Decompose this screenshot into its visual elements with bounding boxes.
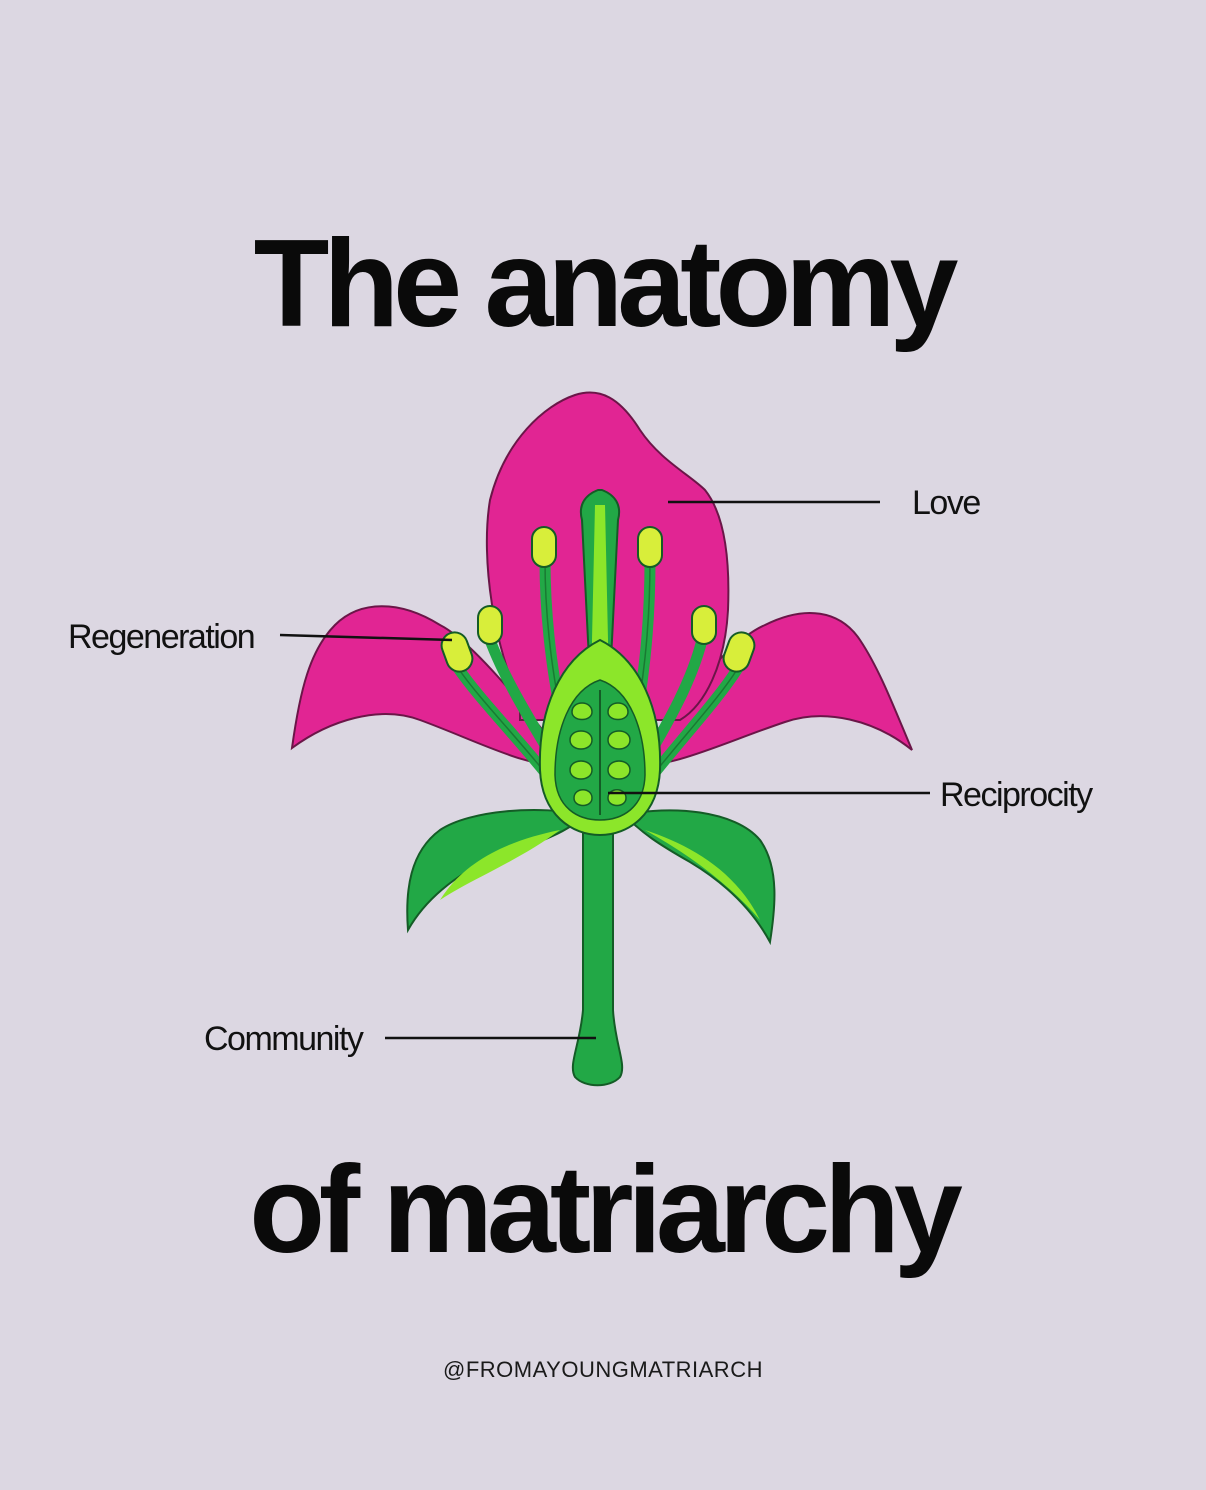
left-leaf: [406, 809, 587, 934]
title-line-2: of matriarchy: [249, 1141, 963, 1279]
label-reciprocity: Reciprocity: [940, 776, 1093, 814]
footer-handle: @FROMAYOUNGMATRIARCH: [443, 1357, 763, 1382]
right-leaf: [623, 809, 776, 946]
left-leaf-inner: [440, 830, 560, 900]
stem: [571, 799, 624, 1087]
anthers: [440, 526, 756, 673]
label-love: Love: [912, 484, 980, 522]
title-line-1: The anatomy: [253, 215, 959, 353]
leader-regeneration: [279, 633, 453, 642]
label-community: Community: [204, 1020, 364, 1058]
pistil-style-inner: [588, 505, 612, 680]
label-regeneration: Regeneration: [68, 618, 254, 656]
ovules: [569, 702, 631, 807]
